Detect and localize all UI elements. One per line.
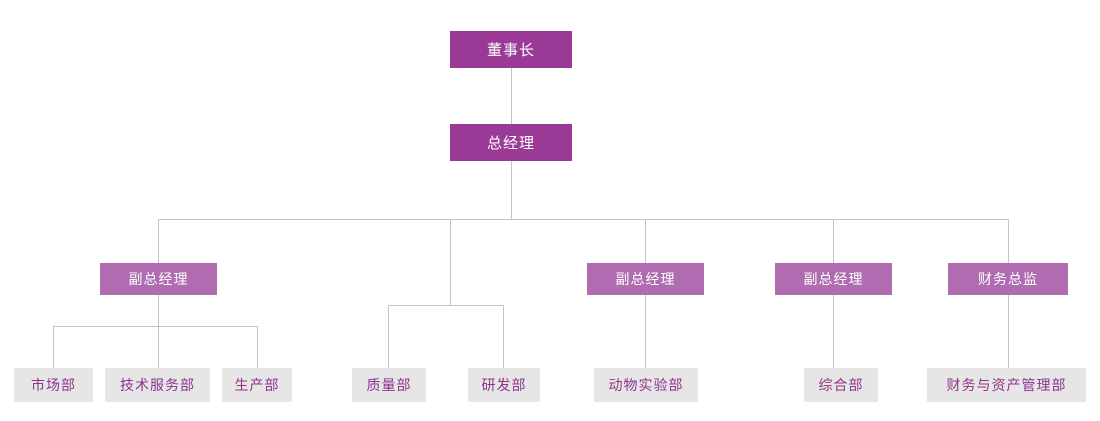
node-deputy-gm-1[interactable]: 副总经理 bbox=[100, 263, 217, 295]
connector-to-animal-lab-dept bbox=[645, 295, 646, 368]
node-deputy-gm-3[interactable]: 副总经理 bbox=[775, 263, 892, 295]
connector-to-quality-dept bbox=[388, 305, 389, 368]
node-production-dept[interactable]: 生产部 bbox=[222, 368, 292, 402]
connector-bus-to-finance-director bbox=[1008, 219, 1009, 263]
connector-gm-to-bus bbox=[511, 161, 512, 219]
connector-bus-to-qa-rd-branch bbox=[450, 219, 451, 305]
connector-to-finance-asset-mgmt-dept bbox=[1008, 295, 1009, 368]
connector-deputy-gm-1-stem bbox=[158, 295, 159, 326]
connector-to-rd-dept bbox=[503, 305, 504, 368]
node-general-affairs-dept[interactable]: 综合部 bbox=[804, 368, 878, 402]
connector-to-marketing-dept bbox=[53, 326, 54, 368]
node-deputy-gm-2[interactable]: 副总经理 bbox=[587, 263, 704, 295]
node-general-manager[interactable]: 总经理 bbox=[450, 124, 572, 161]
node-finance-asset-mgmt-dept[interactable]: 财务与资产管理部 bbox=[927, 368, 1086, 402]
node-animal-lab-dept[interactable]: 动物实验部 bbox=[594, 368, 698, 402]
connector-bus-to-deputy-gm-2 bbox=[645, 219, 646, 263]
node-tech-service-dept[interactable]: 技术服务部 bbox=[105, 368, 210, 402]
connector-to-production-dept bbox=[257, 326, 258, 368]
node-quality-dept[interactable]: 质量部 bbox=[352, 368, 426, 402]
node-chairman[interactable]: 董事长 bbox=[450, 31, 572, 68]
node-marketing-dept[interactable]: 市场部 bbox=[14, 368, 93, 402]
connector-chairman-to-gm bbox=[511, 68, 512, 124]
connector-to-general-affairs-dept bbox=[833, 295, 834, 368]
connector-main-bus bbox=[158, 219, 1009, 220]
connector-qa-rd-bus bbox=[388, 305, 504, 306]
connector-bus-to-deputy-gm-1 bbox=[158, 219, 159, 263]
node-rd-dept[interactable]: 研发部 bbox=[468, 368, 540, 402]
connector-bus-to-deputy-gm-3 bbox=[833, 219, 834, 263]
connector-deputy-gm-1-bus bbox=[53, 326, 258, 327]
connector-to-tech-service-dept bbox=[158, 326, 159, 368]
node-finance-director[interactable]: 财务总监 bbox=[948, 263, 1068, 295]
